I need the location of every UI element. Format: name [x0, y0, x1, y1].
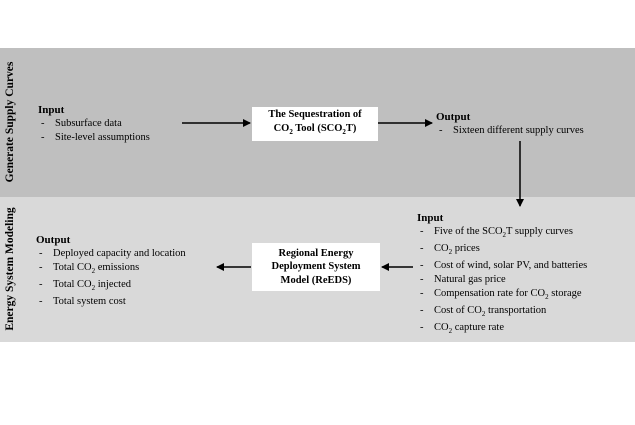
list-item: -Cost of wind, solar PV, and batteries	[420, 260, 588, 272]
sco2t-tool-box: The Sequestration of CO2 Tool (SCO2T)	[252, 107, 378, 141]
top-output-heading: Output	[436, 111, 471, 123]
list-item: -Subsurface data	[41, 118, 122, 129]
bottom-output-heading: Output	[36, 234, 71, 246]
list-item: -Sixteen different supply curves	[439, 125, 584, 136]
reeds-line2: Deployment System	[271, 261, 361, 273]
bottom-output-block: Output -Deployed capacity and location -…	[36, 233, 186, 309]
list-item: -Five of the SCO2T supply curves	[420, 226, 573, 240]
list-item: -CO2 prices	[420, 243, 480, 257]
reeds-line1: Regional Energy	[278, 247, 354, 259]
top-input-block: Input -Subsurface data -Site-level assum…	[38, 103, 150, 145]
list-item: -Natural gas price	[420, 274, 506, 286]
top-input-heading: Input	[38, 104, 65, 116]
bottom-input-block: Input -Five of the SCO2T supply curves -…	[417, 211, 587, 338]
sco2t-line2: CO2 Tool (SCO2T)	[273, 122, 357, 137]
list-item: -CO2 capture rate	[420, 322, 504, 336]
top-output-block: Output -Sixteen different supply curves	[436, 110, 584, 138]
list-item: -Total CO2 emissions	[39, 262, 140, 276]
list-item: -Deployed capacity and location	[39, 248, 186, 259]
reeds-line3: Model (ReEDS)	[280, 274, 352, 286]
list-item: -Total system cost	[39, 296, 126, 308]
bottom-input-heading: Input	[417, 212, 444, 224]
list-item: -Total CO2 injected	[39, 279, 131, 293]
list-item: -Site-level assumptions	[41, 132, 150, 143]
list-item: -Cost of CO2 transportation	[420, 305, 547, 319]
list-item: -Compensation rate for CO2 storage	[420, 288, 582, 302]
reeds-model-box: Regional Energy Deployment System Model …	[252, 243, 380, 291]
sco2t-line1: The Sequestration of	[268, 109, 362, 121]
